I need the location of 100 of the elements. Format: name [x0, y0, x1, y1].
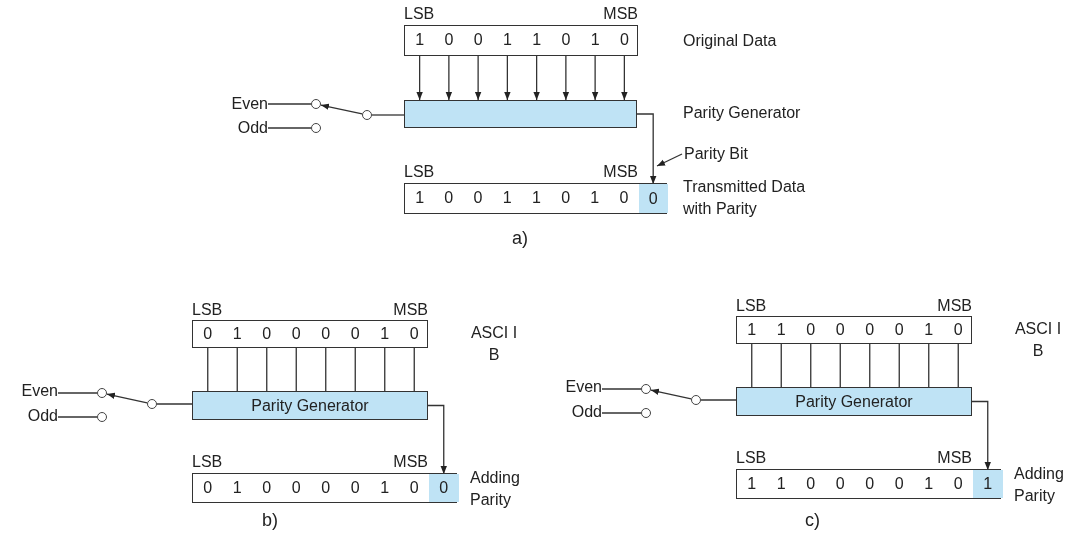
terminal-circle: [97, 388, 107, 398]
connector-line: [354, 345, 356, 392]
switch-position-label: Even: [21, 381, 58, 401]
connector-line: [57, 392, 98, 394]
connector-line: [810, 341, 812, 388]
bit-digit: 1: [492, 26, 522, 54]
generator-label: Parity Generator: [683, 103, 801, 123]
connector-line: [371, 114, 405, 116]
connector-line: [601, 412, 642, 414]
terminal-circle: [691, 395, 701, 405]
arrow: [416, 53, 423, 101]
register-label: LSB: [404, 4, 435, 24]
parity-bit-field: 0: [429, 474, 459, 502]
arrow: [971, 400, 991, 471]
switch-lever: [320, 103, 363, 115]
bit-digit: 0: [193, 321, 223, 346]
bit-digit: 0: [252, 474, 282, 501]
bit-digit: 0: [609, 184, 639, 212]
register-label: LSB: [736, 448, 767, 468]
bit-digit: 1: [370, 321, 400, 346]
bit-digit: 0: [434, 26, 464, 54]
bit-digit: 1: [522, 26, 552, 54]
connector-line: [384, 345, 386, 392]
connector-line: [700, 399, 737, 401]
register-label: LSB: [736, 296, 767, 316]
arrow: [504, 53, 511, 101]
arrow: [562, 53, 570, 101]
bit-digit: 0: [825, 317, 855, 342]
register-label: MSB: [393, 452, 428, 472]
callout-text: Parity Bit: [684, 144, 748, 164]
bit-digit: 1: [405, 26, 435, 54]
register-box: [736, 469, 1001, 499]
bit-digit: 0: [193, 474, 223, 501]
bit-digit: 0: [884, 317, 914, 342]
parity-generator-box: Parity Generator: [192, 391, 428, 420]
terminal-circle: [641, 384, 651, 394]
switch-lever: [650, 388, 692, 400]
parity-generator-box: Parity Generator: [736, 387, 972, 416]
switch-lever: [106, 392, 148, 404]
connector-line: [928, 341, 930, 388]
register-label: Transmitted Data with Parity: [683, 177, 807, 219]
connector-line: [325, 345, 327, 392]
bit-digit: 0: [340, 474, 370, 501]
register-label: ASCI I B: [469, 323, 519, 365]
bit-digit: 0: [311, 474, 341, 501]
register-label: ASCI I B: [1013, 319, 1063, 361]
arrow: [474, 53, 482, 101]
switch-position-label: Odd: [237, 118, 268, 138]
bit-digit: 0: [340, 321, 370, 346]
bit-digit: 0: [825, 470, 855, 497]
arrow: [445, 53, 453, 101]
switch-position-label: Even: [565, 377, 602, 397]
bit-digit: 1: [492, 184, 522, 212]
panel-caption: a): [512, 228, 528, 248]
bit-digit: 0: [252, 321, 282, 346]
terminal-circle: [311, 99, 321, 109]
connector-line: [295, 345, 297, 392]
connector-line: [156, 403, 193, 405]
terminal-circle: [311, 123, 321, 133]
connector-line: [601, 388, 642, 390]
register-label: MSB: [603, 4, 638, 24]
bit-digit: 0: [551, 184, 581, 212]
connector-line: [780, 341, 782, 388]
switch-position-label: Odd: [27, 406, 58, 426]
bit-digit: 0: [281, 474, 311, 501]
connector-line: [57, 416, 98, 418]
panel-caption: b): [262, 510, 278, 530]
register-label: MSB: [603, 162, 638, 182]
connector-line: [839, 341, 841, 388]
connector-line: [751, 341, 753, 388]
arrow: [427, 404, 447, 475]
connector-line: [957, 341, 959, 388]
bit-digit: 1: [370, 474, 400, 501]
bit-digit: 0: [399, 474, 429, 501]
register-box: [736, 316, 972, 344]
bit-digit: 0: [943, 470, 973, 497]
connector-line: [267, 103, 312, 105]
bit-digit: 1: [222, 321, 252, 346]
bit-digit: 1: [580, 184, 610, 212]
register-box: [404, 25, 638, 56]
parity-bit-field: 0: [638, 184, 668, 213]
bit-digit: 0: [551, 26, 581, 54]
bit-digit: 1: [580, 26, 610, 54]
bit-digit: 1: [737, 317, 767, 342]
terminal-circle: [147, 399, 157, 409]
bit-digit: 0: [943, 317, 973, 342]
bit-digit: 1: [914, 470, 944, 497]
bit-digit: 0: [434, 184, 464, 212]
bit-digit: 1: [766, 470, 796, 497]
bit-digit: 0: [855, 317, 885, 342]
connector-line: [236, 345, 238, 392]
parity-generator-box: [404, 100, 637, 128]
connector-line: [266, 345, 268, 392]
bit-digit: 0: [884, 470, 914, 497]
register-box: [192, 320, 428, 348]
register-label: LSB: [404, 162, 435, 182]
leader-line: [656, 153, 683, 167]
bit-digit: 0: [796, 317, 826, 342]
arrow: [533, 53, 540, 101]
bit-digit: 0: [609, 26, 639, 54]
